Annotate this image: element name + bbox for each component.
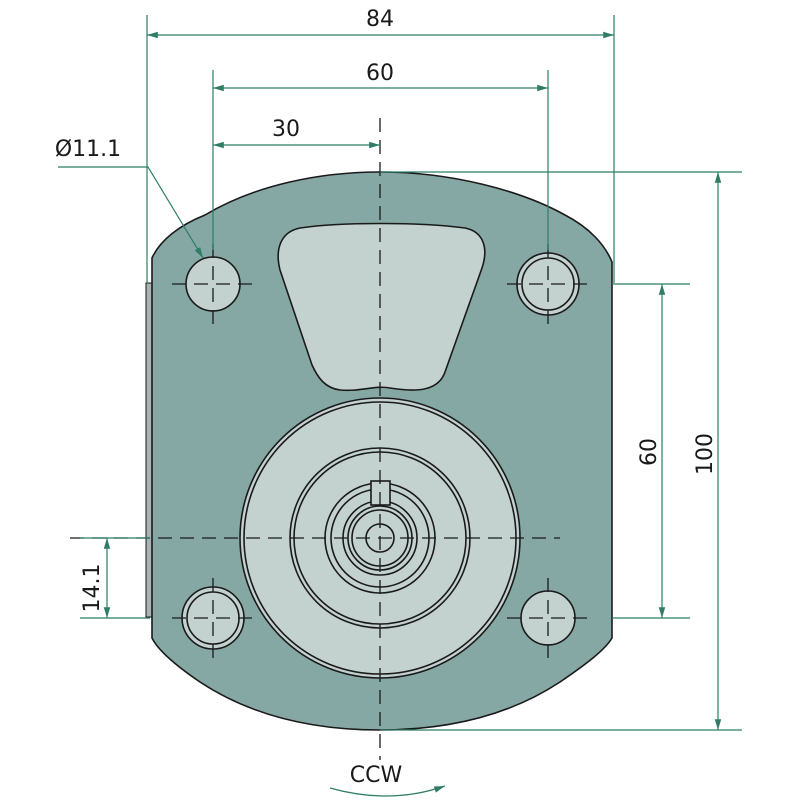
- inlet-window: [277, 222, 486, 392]
- center-lines: [70, 118, 590, 760]
- dim-bolt-spacing-vertical: 60: [637, 438, 662, 466]
- dimension-lines: [58, 15, 742, 797]
- dim-hole-diameter: Ø11.1: [55, 137, 121, 162]
- dim-half-spacing: 30: [272, 117, 300, 142]
- rotation-direction-label: CCW: [350, 763, 403, 788]
- dim-shaft-offset: 14.1: [80, 564, 105, 613]
- dim-bolt-spacing-horizontal: 60: [366, 61, 394, 86]
- dim-overall-width: 84: [366, 7, 394, 32]
- dim-overall-height: 100: [693, 433, 718, 475]
- bolt-hole-top-right: [516, 252, 580, 316]
- bolt-hole-bottom-left: [181, 586, 245, 650]
